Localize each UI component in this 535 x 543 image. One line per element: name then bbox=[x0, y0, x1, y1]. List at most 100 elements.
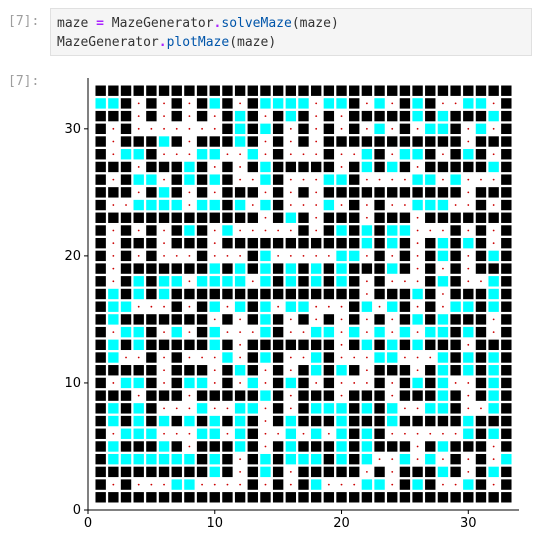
visited-dot bbox=[239, 166, 242, 168]
path-cell bbox=[336, 250, 347, 262]
wall-cell bbox=[475, 199, 487, 211]
code-cell[interactable]: maze = MazeGenerator.solveMaze(maze) Maz… bbox=[50, 8, 532, 56]
path-cell bbox=[412, 479, 423, 490]
wall-cell bbox=[501, 225, 512, 236]
wall-cell bbox=[475, 453, 487, 465]
visited-dot bbox=[289, 356, 292, 359]
visited-dot bbox=[302, 331, 305, 334]
path-cell bbox=[158, 288, 170, 300]
wall-cell bbox=[222, 161, 233, 173]
visited-dot bbox=[112, 178, 115, 181]
path-cell bbox=[260, 161, 271, 173]
visited-dot bbox=[289, 127, 292, 130]
visited-dot bbox=[365, 280, 368, 283]
wall-cell bbox=[222, 492, 233, 503]
visited-dot bbox=[163, 127, 165, 130]
wall-cell bbox=[399, 110, 411, 122]
wall-cell bbox=[475, 428, 487, 439]
wall-cell bbox=[234, 212, 246, 223]
visited-dot bbox=[264, 191, 267, 194]
visited-dot bbox=[340, 331, 343, 334]
visited-dot bbox=[353, 153, 356, 156]
path-cell bbox=[260, 174, 271, 185]
wall-cell bbox=[95, 377, 106, 389]
visited-dot bbox=[239, 483, 242, 486]
wall-cell bbox=[323, 492, 335, 503]
wall-cell bbox=[399, 85, 411, 96]
wall-cell bbox=[146, 441, 157, 452]
visited-dot bbox=[226, 407, 229, 410]
path-cell bbox=[488, 250, 499, 262]
wall-cell bbox=[349, 301, 360, 312]
wall-cell bbox=[425, 187, 436, 198]
visited-dot bbox=[315, 178, 318, 181]
path-cell bbox=[146, 174, 157, 185]
wall-cell bbox=[298, 225, 309, 236]
path-cell bbox=[234, 136, 246, 147]
path-cell bbox=[184, 377, 195, 389]
wall-cell bbox=[95, 161, 106, 173]
wall-cell bbox=[425, 263, 436, 274]
path-cell bbox=[133, 403, 144, 414]
visited-dot bbox=[492, 204, 495, 206]
wall-cell bbox=[247, 415, 258, 427]
path-cell bbox=[399, 453, 411, 465]
visited-dot bbox=[137, 394, 140, 397]
wall-cell bbox=[120, 212, 132, 223]
path-cell bbox=[260, 390, 271, 401]
wall-cell bbox=[196, 250, 208, 262]
wall-cell bbox=[146, 390, 157, 401]
wall-cell bbox=[196, 161, 208, 173]
visited-dot bbox=[365, 254, 368, 257]
visited-dot bbox=[353, 483, 356, 486]
wall-cell bbox=[108, 365, 119, 376]
wall-cell bbox=[272, 161, 284, 173]
path-cell bbox=[108, 403, 119, 414]
wall-cell bbox=[120, 174, 132, 185]
wall-cell bbox=[425, 365, 436, 376]
path-cell bbox=[247, 403, 258, 414]
wall-cell bbox=[171, 314, 182, 325]
path-cell bbox=[209, 339, 220, 351]
wall-cell bbox=[336, 237, 347, 249]
wall-cell bbox=[463, 110, 474, 122]
wall-cell bbox=[349, 390, 360, 401]
visited-dot bbox=[480, 178, 482, 181]
wall-cell bbox=[247, 250, 258, 262]
wall-cell bbox=[361, 492, 373, 503]
wall-cell bbox=[374, 288, 385, 300]
wall-cell bbox=[196, 365, 208, 376]
wall-cell bbox=[158, 314, 170, 325]
wall-cell bbox=[310, 466, 322, 478]
path-cell bbox=[260, 466, 271, 478]
wall-cell bbox=[475, 263, 487, 274]
visited-dot bbox=[416, 166, 419, 168]
wall-cell bbox=[425, 492, 436, 503]
wall-cell bbox=[120, 250, 132, 262]
visited-dot bbox=[442, 229, 444, 232]
path-cell bbox=[120, 377, 132, 389]
wall-cell bbox=[450, 314, 461, 325]
wall-cell bbox=[399, 466, 411, 478]
visited-dot bbox=[327, 483, 330, 486]
visited-dot bbox=[277, 229, 280, 232]
visited-dot bbox=[467, 178, 470, 181]
wall-cell bbox=[171, 98, 182, 109]
visited-dot bbox=[404, 356, 406, 359]
wall-cell bbox=[247, 161, 258, 173]
wall-cell bbox=[171, 339, 182, 351]
visited-dot bbox=[213, 229, 216, 232]
visited-dot bbox=[289, 191, 292, 194]
wall-cell bbox=[374, 199, 385, 211]
path-cell bbox=[310, 428, 322, 439]
wall-cell bbox=[463, 441, 474, 452]
wall-cell bbox=[323, 441, 335, 452]
wall-cell bbox=[501, 466, 512, 478]
wall-cell bbox=[374, 415, 385, 427]
wall-cell bbox=[412, 466, 423, 478]
wall-cell bbox=[450, 110, 461, 122]
wall-cell bbox=[425, 237, 436, 249]
visited-dot bbox=[416, 432, 419, 435]
path-cell bbox=[437, 250, 449, 262]
y-tick-label: 0 bbox=[73, 503, 81, 518]
